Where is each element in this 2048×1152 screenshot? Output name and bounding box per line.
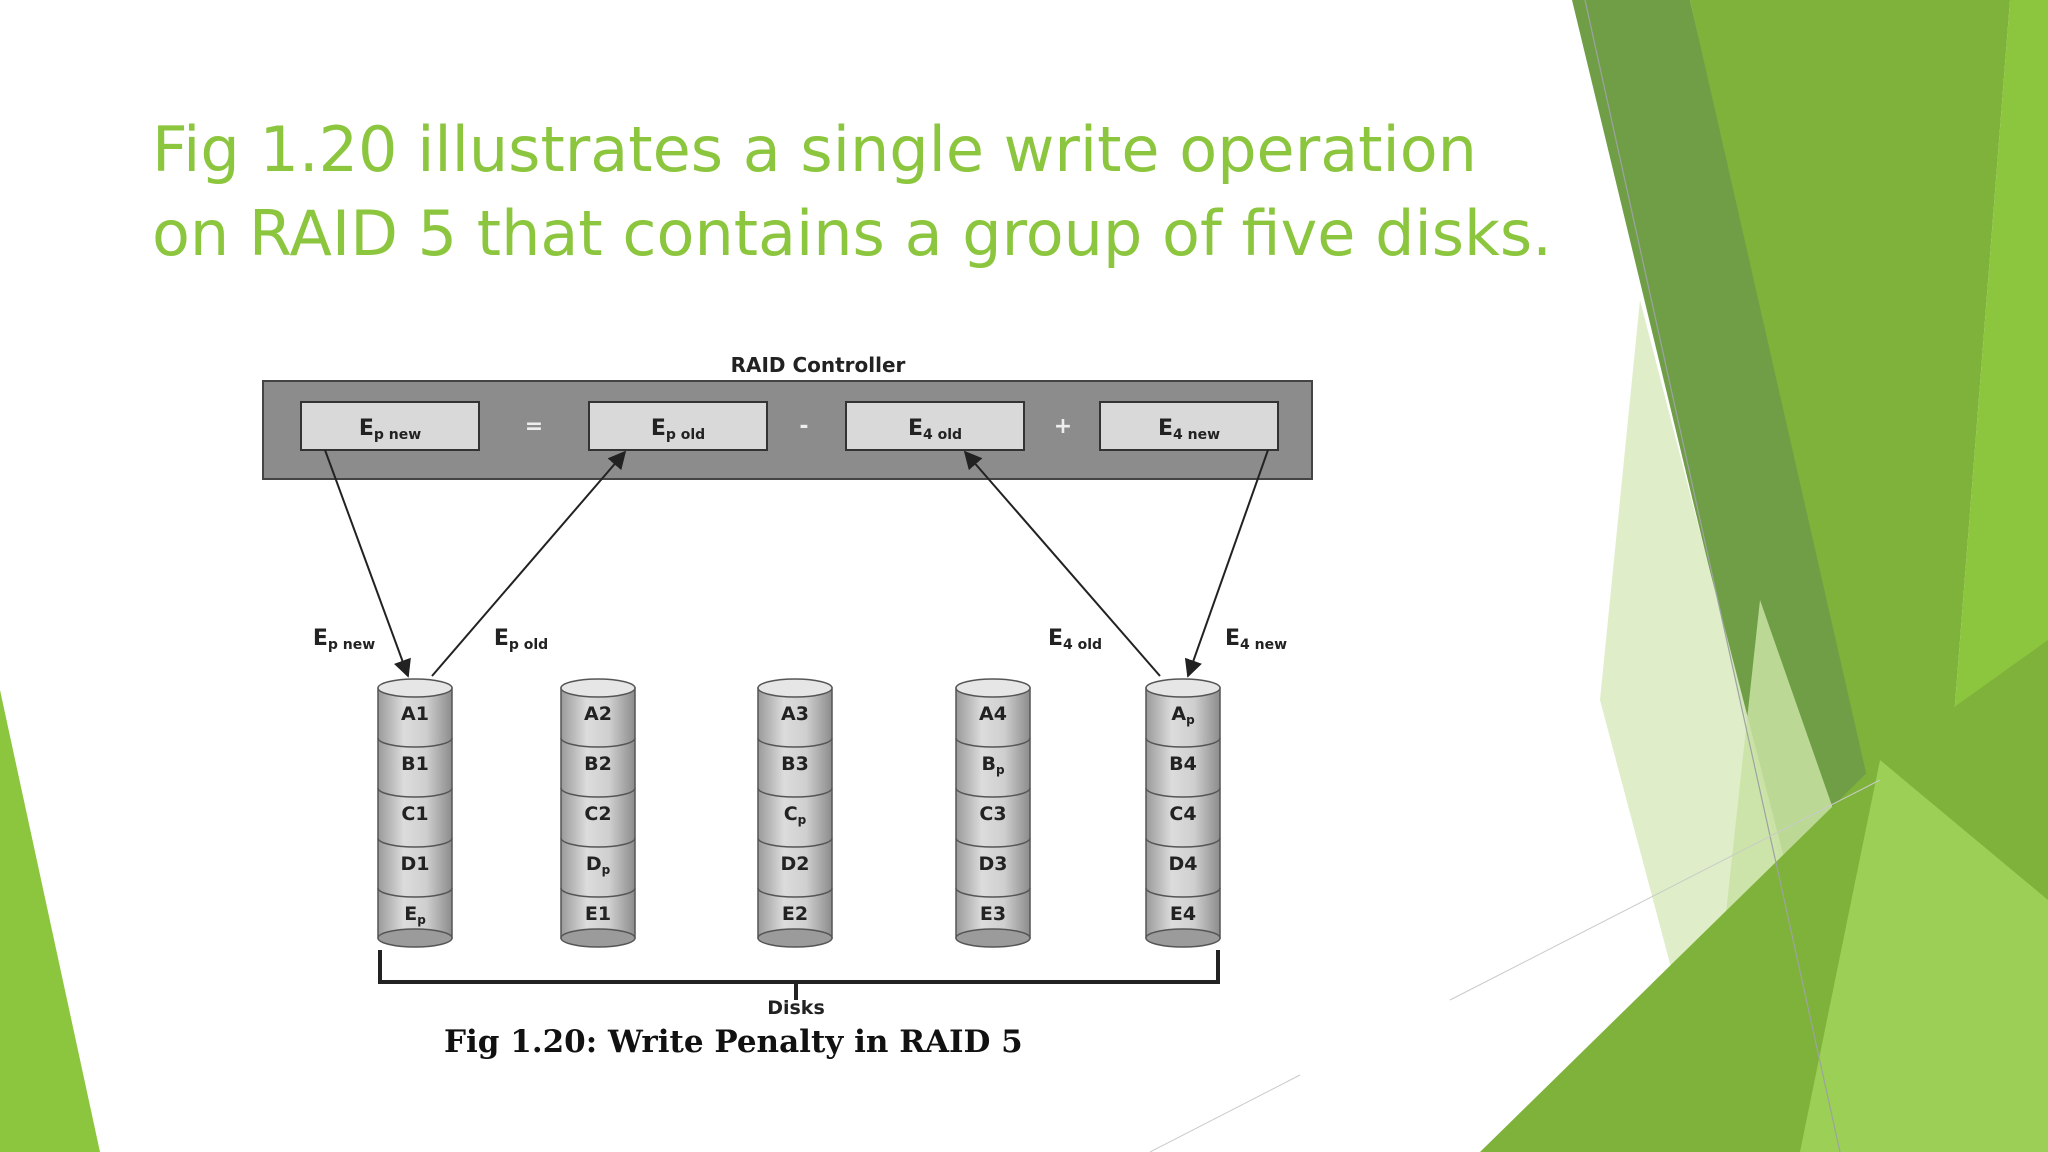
arrow-e4-new <box>1184 449 1269 678</box>
arrow-ep-new <box>324 449 411 678</box>
equation-term-label: E4 new <box>1158 416 1220 443</box>
equation-term-frame <box>300 401 480 451</box>
disk-segment-divider <box>1145 737 1221 748</box>
disk-segment-divider <box>560 787 636 798</box>
disk-bottom-cap <box>1145 928 1221 948</box>
raid-controller-label: RAID Controller <box>731 353 906 377</box>
disk-block-label: A4 <box>979 703 1007 725</box>
disk-block-label: D3 <box>979 853 1008 875</box>
equation-term-label: E4 old <box>908 416 962 443</box>
disk-segment-divider <box>1145 787 1221 798</box>
disk-block-label: E1 <box>585 903 611 925</box>
disk-segment-divider <box>377 787 453 798</box>
disk-segment-divider <box>757 737 833 748</box>
disk-block-label: E4 <box>1170 903 1196 925</box>
disk-top-cap <box>1145 678 1221 698</box>
disk-block-label: Bp <box>981 753 1004 777</box>
disk-segment-divider <box>955 887 1031 898</box>
disk-block-label: C3 <box>979 803 1006 825</box>
disk-block-label: B3 <box>781 753 809 775</box>
disk-block-label: D2 <box>781 853 810 875</box>
arrow-e4-old <box>963 450 1161 677</box>
disk-block-label: E3 <box>980 903 1006 925</box>
bottom-right-triangle-light <box>1800 760 2048 1152</box>
disk-block-label: B4 <box>1169 753 1197 775</box>
disk-segment-divider <box>377 837 453 848</box>
arrow-label: Ep new <box>313 626 375 653</box>
disk-block-label: Ap <box>1171 703 1195 727</box>
disk-block-label: A1 <box>401 703 429 725</box>
disk-block-label: Cp <box>784 803 807 827</box>
left-green-triangle <box>0 690 100 1152</box>
disks-label: Disks <box>767 997 825 1019</box>
disk-block-label: Dp <box>586 853 611 877</box>
disk-block-label: B1 <box>401 753 429 775</box>
equation-term-box: Ep old <box>588 401 768 451</box>
disk-segment-divider <box>955 787 1031 798</box>
disk-segment-divider <box>560 887 636 898</box>
equation-operator: - <box>799 414 808 439</box>
disk-body <box>1145 687 1221 939</box>
disk-bottom-cap <box>560 928 636 948</box>
disk-top-cap <box>955 678 1031 698</box>
disk-segment-divider <box>955 737 1031 748</box>
thin-line-2 <box>1449 779 1881 1001</box>
disk-segment-divider <box>560 737 636 748</box>
disk-bottom-cap <box>955 928 1031 948</box>
disk-bottom-cap <box>377 928 453 948</box>
equation-term-frame <box>1099 401 1279 451</box>
disk-block-label: C4 <box>1169 803 1196 825</box>
arrow-label: E4 new <box>1225 626 1287 653</box>
disk-segment-divider <box>757 837 833 848</box>
equation-term-label: Ep new <box>359 416 421 443</box>
figure-caption: Fig 1.20: Write Penalty in RAID 5 <box>444 1024 1023 1060</box>
equation-operator: = <box>525 414 543 439</box>
disk-block-label: C1 <box>401 803 428 825</box>
disk-segment-divider <box>757 887 833 898</box>
thin-line-3 <box>1149 1074 1301 1152</box>
disk-block-label: A2 <box>584 703 612 725</box>
equation-operator: + <box>1054 414 1072 439</box>
equation-term-frame <box>845 401 1025 451</box>
disk-block-label: Ep <box>404 903 426 927</box>
disk-top-cap <box>377 678 453 698</box>
equation-term-label: Ep old <box>651 416 705 443</box>
disk-segment-divider <box>560 837 636 848</box>
disk-block-label: B2 <box>584 753 612 775</box>
equation-term-box: Ep new <box>300 401 480 451</box>
disk-segment-divider <box>955 837 1031 848</box>
disk-bottom-cap <box>757 928 833 948</box>
slide-title-line-1: Fig 1.20 illustrates a single write oper… <box>152 113 1477 186</box>
disk-block-label: A3 <box>781 703 809 725</box>
equation-term-box: E4 old <box>845 401 1025 451</box>
disk-block-label: C2 <box>584 803 611 825</box>
thin-line-1 <box>1584 0 1841 1152</box>
equation-term-box: E4 new <box>1099 401 1279 451</box>
disk-segment-divider <box>377 887 453 898</box>
disk-top-cap <box>757 678 833 698</box>
disk-block-label: E2 <box>782 903 808 925</box>
disk-block-label: D4 <box>1169 853 1198 875</box>
disk-segment-divider <box>757 787 833 798</box>
disk-segment-divider <box>1145 887 1221 898</box>
disk-segment-divider <box>1145 837 1221 848</box>
disks-bracket <box>378 950 1220 1000</box>
disk-block-label: D1 <box>401 853 430 875</box>
arrow-label: E4 old <box>1048 626 1102 653</box>
slide-title-line-2: on RAID 5 that contains a group of five … <box>152 197 1552 270</box>
disk-top-cap <box>560 678 636 698</box>
disk-segment-divider <box>377 737 453 748</box>
arrow-label: Ep old <box>494 626 548 653</box>
slide-title: Fig 1.20 illustrates a single write oper… <box>152 108 1652 276</box>
equation-term-frame <box>588 401 768 451</box>
arrow-ep-old <box>431 450 627 677</box>
